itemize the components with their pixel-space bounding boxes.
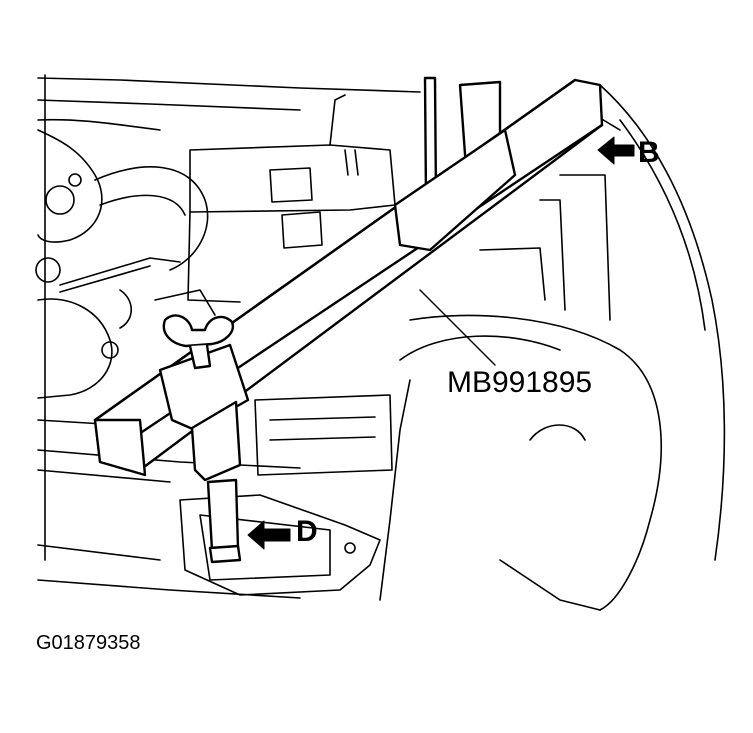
special-tool	[93, 76, 604, 564]
tool-beam-end	[93, 418, 147, 477]
figure-id: G01879358	[36, 632, 141, 654]
tool-leader-line	[419, 289, 496, 366]
callout-b-label: B	[638, 136, 660, 169]
tool-number-label: MB991895	[447, 366, 593, 399]
callout-d-label: D	[296, 515, 318, 548]
arrow-d	[247, 520, 291, 550]
tool-wing-nut	[162, 314, 235, 348]
arrow-b	[597, 136, 635, 165]
tool-foot	[208, 544, 242, 564]
tool-leg	[190, 400, 242, 482]
tool-leg-shaft	[206, 478, 240, 552]
tool-sleeve-upper	[393, 128, 517, 252]
